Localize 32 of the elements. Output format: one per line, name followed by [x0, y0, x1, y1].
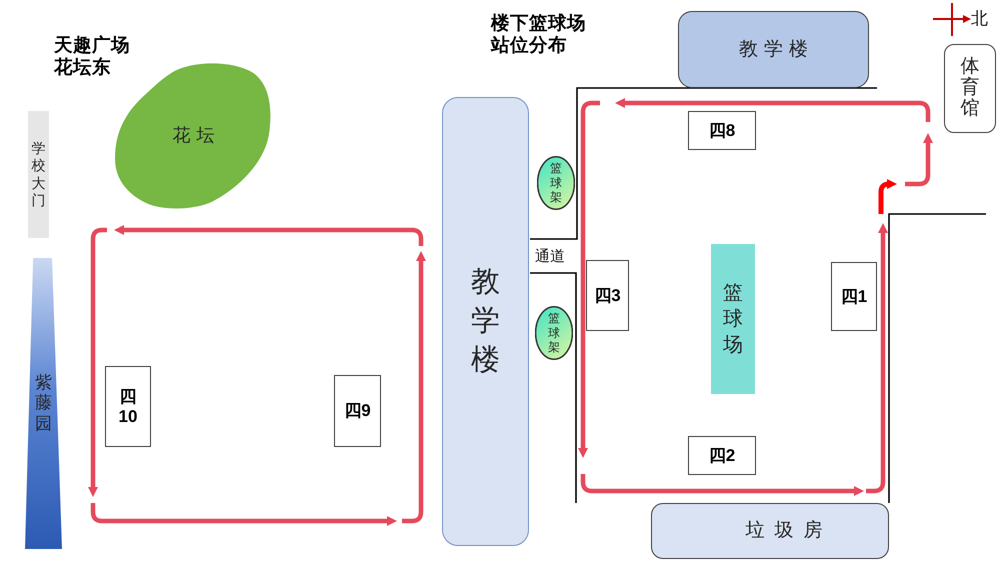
station-label: 四10	[118, 386, 138, 426]
section-heading: 天趣广场花坛东	[54, 34, 131, 78]
station-box	[105, 366, 151, 447]
building-block	[442, 97, 529, 546]
building-label: 教学楼	[739, 38, 814, 60]
station-label: 四2	[708, 446, 736, 466]
hoop-label: 篮球架	[548, 311, 560, 355]
place-label: 花坛	[172, 124, 220, 146]
building-label: 体育馆	[960, 57, 980, 120]
station-box	[688, 436, 756, 475]
basketball-court	[711, 244, 755, 394]
court-label: 篮球场	[723, 281, 743, 358]
building-block	[944, 44, 996, 133]
place-label: 紫藤园	[35, 372, 52, 434]
station-label: 四8	[708, 120, 736, 140]
station-box	[831, 262, 877, 331]
building-block	[651, 503, 889, 559]
passage-label: 通道	[535, 248, 565, 266]
station-box	[334, 375, 381, 447]
gate-bar	[28, 111, 49, 238]
station-label: 四1	[840, 286, 868, 306]
station-box	[586, 260, 629, 331]
building-label: 垃圾房	[746, 520, 832, 542]
station-label: 四3	[594, 286, 621, 306]
station-box	[688, 111, 756, 150]
section-heading: 楼下篮球场站位分布	[491, 12, 587, 56]
station-label: 四9	[344, 401, 371, 421]
place-label: 学校大门	[32, 140, 46, 210]
hoop-label: 篮球架	[550, 161, 562, 205]
building-block	[678, 11, 869, 88]
building-label: 教学楼	[471, 264, 500, 378]
direction-label: 北	[971, 9, 988, 29]
